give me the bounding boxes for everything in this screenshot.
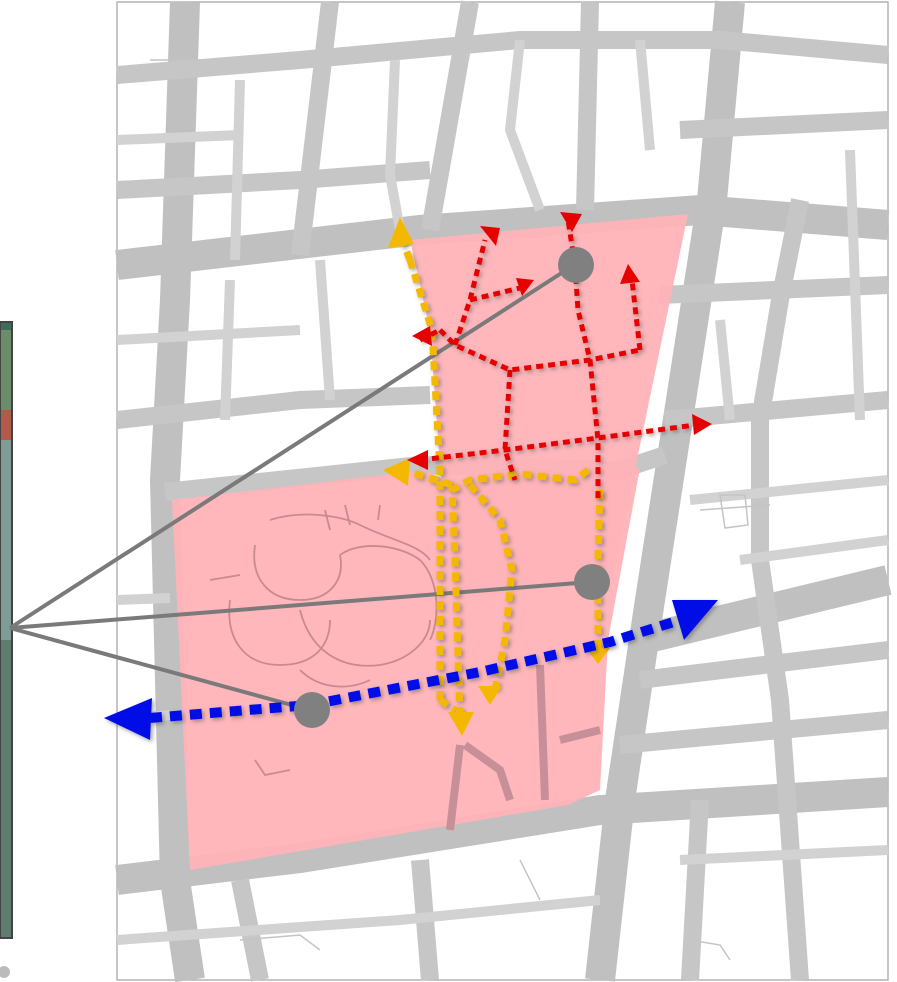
red-route-east-trunk [572, 264, 601, 500]
road-minor-9 [715, 319, 735, 421]
callout-to-middle-node [9, 580, 591, 630]
red-route-north-spur-2 [469, 285, 521, 303]
road-north-link-2 [421, 0, 479, 232]
red-route-center-link [502, 369, 518, 481]
red-internal-network [418, 219, 696, 500]
yellow-route-main-north [406, 258, 444, 700]
alley-3 [462, 741, 514, 802]
red-arrow-north-1 [560, 212, 582, 232]
building-fragment-2 [699, 504, 771, 511]
callout-to-north-node [8, 263, 576, 630]
photo-inset-band-mid [0, 440, 12, 640]
photo-inset-band-red [0, 410, 12, 440]
park-path-1 [269, 513, 431, 561]
minor-roads [116, 39, 889, 945]
yellow-route-center [448, 467, 591, 721]
node-marker-north[interactable] [558, 247, 594, 283]
road-minor-7 [220, 279, 235, 421]
park-path-7 [324, 504, 381, 531]
park-path-5 [299, 609, 431, 667]
yellow-arrowheads [383, 217, 610, 736]
red-arrow-west-2 [407, 450, 428, 470]
road-minor-10 [689, 475, 889, 505]
road-minor-4 [504, 39, 545, 212]
road-minor-12 [116, 895, 601, 945]
red-arrow-west-1 [412, 326, 432, 346]
red-route-north-spur-1 [452, 239, 488, 346]
road-minor-5 [635, 39, 655, 151]
road-minor-2 [230, 79, 245, 261]
park-path-3 [339, 545, 438, 641]
alley-4 [559, 726, 601, 744]
node-marker-south[interactable] [294, 692, 330, 728]
photo-inset-band-top [0, 330, 12, 410]
road-north-link-3 [576, 1, 599, 211]
road-minor-11 [739, 535, 889, 565]
park-path-9 [209, 574, 241, 581]
road-north-link-1 [291, 0, 339, 257]
road-east-south [619, 711, 889, 754]
blue-arrow-east [672, 600, 718, 640]
zone-interior-paths [209, 504, 438, 777]
park-path-8 [254, 759, 291, 777]
yellow-route-east [594, 489, 604, 650]
red-arrow-east-2 [692, 414, 712, 435]
photo-inset-strip [0, 321, 13, 978]
road-east-cross [664, 391, 889, 429]
yellow-arrow-south-3 [586, 648, 610, 664]
park-path-6 [299, 669, 371, 688]
building-fragment-4 [239, 934, 321, 951]
blue-axis-line [149, 615, 682, 723]
road-minor-16 [845, 149, 865, 421]
yellow-pedestrian-routes [396, 233, 604, 721]
road-minor-6 [116, 325, 301, 345]
road-south-link-3 [681, 799, 709, 981]
road-minor-1 [116, 130, 241, 145]
road-south-avenue [115, 777, 889, 895]
red-route-upper-east-west [438, 328, 641, 373]
red-arrow-north-3 [620, 264, 640, 284]
blue-main-axis [104, 600, 718, 740]
blue-arrow-west [104, 698, 152, 740]
road-east-lower [638, 641, 890, 689]
building-fragment-5 [519, 859, 541, 901]
zone-alleys [446, 664, 601, 831]
node-markers [294, 247, 610, 728]
yellow-arrow-north [388, 217, 414, 248]
road-west-boulevard [149, 1, 205, 982]
road-west-cross [116, 386, 431, 429]
building-fragments [150, 59, 771, 961]
yellow-arrow-west [383, 458, 410, 486]
alley-1 [446, 744, 464, 831]
red-arrow-east [516, 278, 534, 296]
park-path-4 [228, 599, 331, 666]
yellow-arrow-south-1 [448, 712, 474, 736]
road-minor-13 [679, 845, 889, 865]
building-fragment-1 [719, 494, 749, 529]
red-route-cross-street [419, 422, 696, 463]
photo-inset-band-low [0, 640, 12, 938]
yellow-route-curve [467, 482, 516, 691]
red-route-north-tip [565, 219, 578, 266]
road-minor-3 [384, 59, 405, 231]
yellow-route-west-branch [408, 468, 454, 489]
road-minor-14 [116, 593, 171, 605]
yellow-arrow-south-2 [478, 686, 502, 705]
red-arrow-north-2 [480, 226, 500, 246]
park-path-2 [253, 544, 342, 601]
building-fragment-3 [689, 939, 731, 961]
alley-2 [536, 664, 549, 801]
road-north-east-street [679, 111, 889, 139]
red-arrowheads [407, 212, 712, 470]
yellow-route-main-south [438, 697, 457, 713]
road-minor-8 [315, 259, 335, 401]
callout-lines [8, 263, 591, 712]
photo-inset-corner-mark [0, 966, 10, 978]
callout-to-south-node [9, 626, 311, 712]
node-marker-middle[interactable] [574, 564, 610, 600]
